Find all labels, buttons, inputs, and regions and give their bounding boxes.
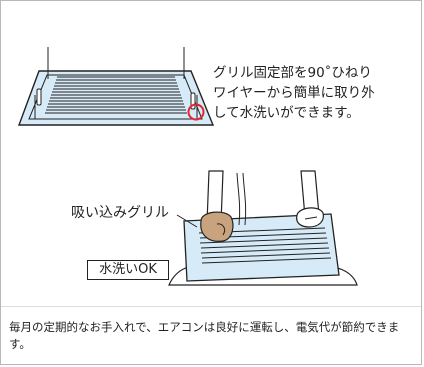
left-hand xyxy=(200,170,234,242)
panel-inner-frame xyxy=(28,74,203,120)
grille-label-leader xyxy=(176,214,198,228)
ceiling-panel-diagram xyxy=(17,47,215,126)
washing-diagram xyxy=(168,170,358,286)
support-wires xyxy=(34,47,198,119)
footer-note: 毎月の定期的なお手入れで、エアコンは良好に運転し、電気代が節約できます。 xyxy=(9,320,400,351)
divider xyxy=(1,306,421,307)
grille-label: 吸い込みグリル xyxy=(71,205,169,221)
right-hand xyxy=(296,170,324,228)
grille-slats xyxy=(45,76,187,114)
callout-line-3: して水洗いができます。 xyxy=(213,105,360,121)
washable-badge: 水洗いOK xyxy=(87,260,169,280)
callout-line-2: ワイヤーから簡単に取り外 xyxy=(213,85,375,101)
water-stream xyxy=(236,172,241,226)
callout-line-1: グリル固定部を90˚ひねり xyxy=(213,65,372,81)
fastener-highlight-circle xyxy=(187,103,205,121)
